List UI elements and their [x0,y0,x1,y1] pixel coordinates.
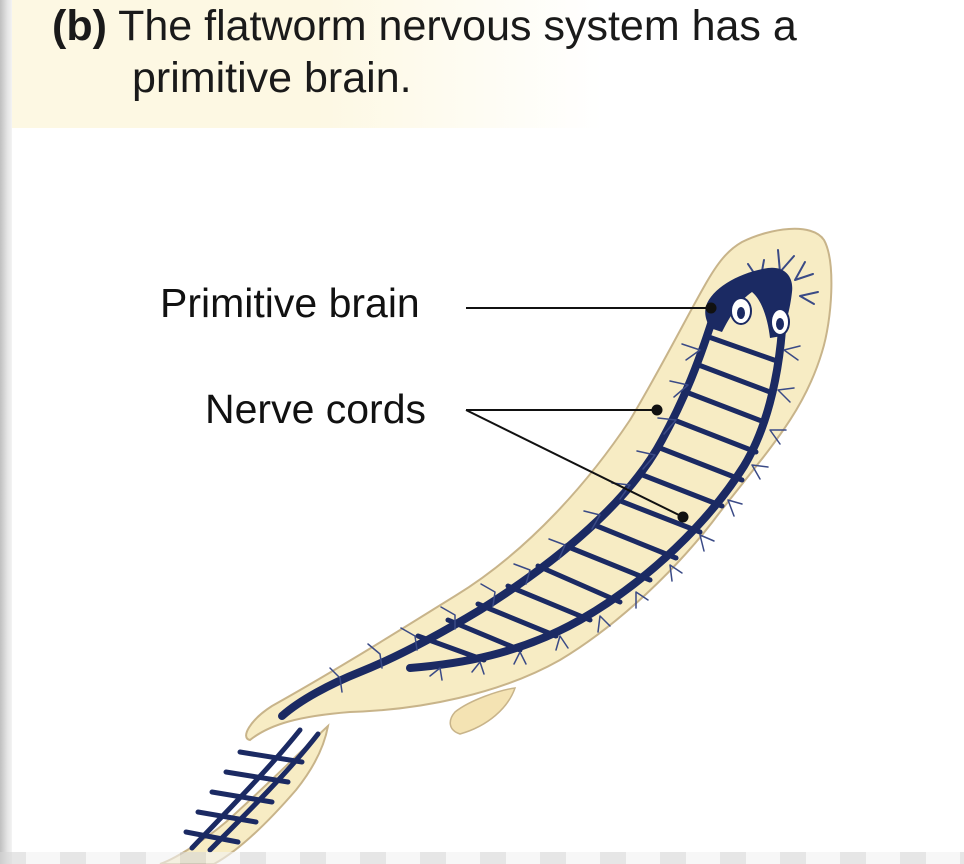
bottom-border-strip [0,852,964,864]
transverse-nerves [415,333,777,663]
figure-caption: (b) The flatworm nervous system has a pr… [52,0,932,104]
flatworm-body [245,227,833,742]
nerve-cord-left [278,304,720,720]
page-left-border [0,0,12,864]
brain-leader-dot [705,302,717,314]
flatworm-tail-lobe [159,723,330,864]
cords-leader-dot-upper [651,404,663,416]
cords-leader-dot-lower [677,511,689,523]
flatworm-pharynx [449,687,517,735]
label-nerve-cords: Nerve cords [205,386,427,432]
caption-line-2: primitive brain. [132,54,412,102]
caption-tag: (b) [52,2,107,50]
nerve-system [183,249,819,853]
label-primitive-brain: Primitive brain [160,280,420,326]
cords-leader-line-lower [465,409,684,518]
tail-nerves [183,727,321,853]
caption-line-1: The flatworm nervous system has a [118,2,797,50]
lateral-nerve-branches [329,343,801,693]
caption-background [12,0,964,128]
eyespots [730,297,790,336]
label-leaders [465,307,711,518]
nerve-cord-right [406,326,786,672]
